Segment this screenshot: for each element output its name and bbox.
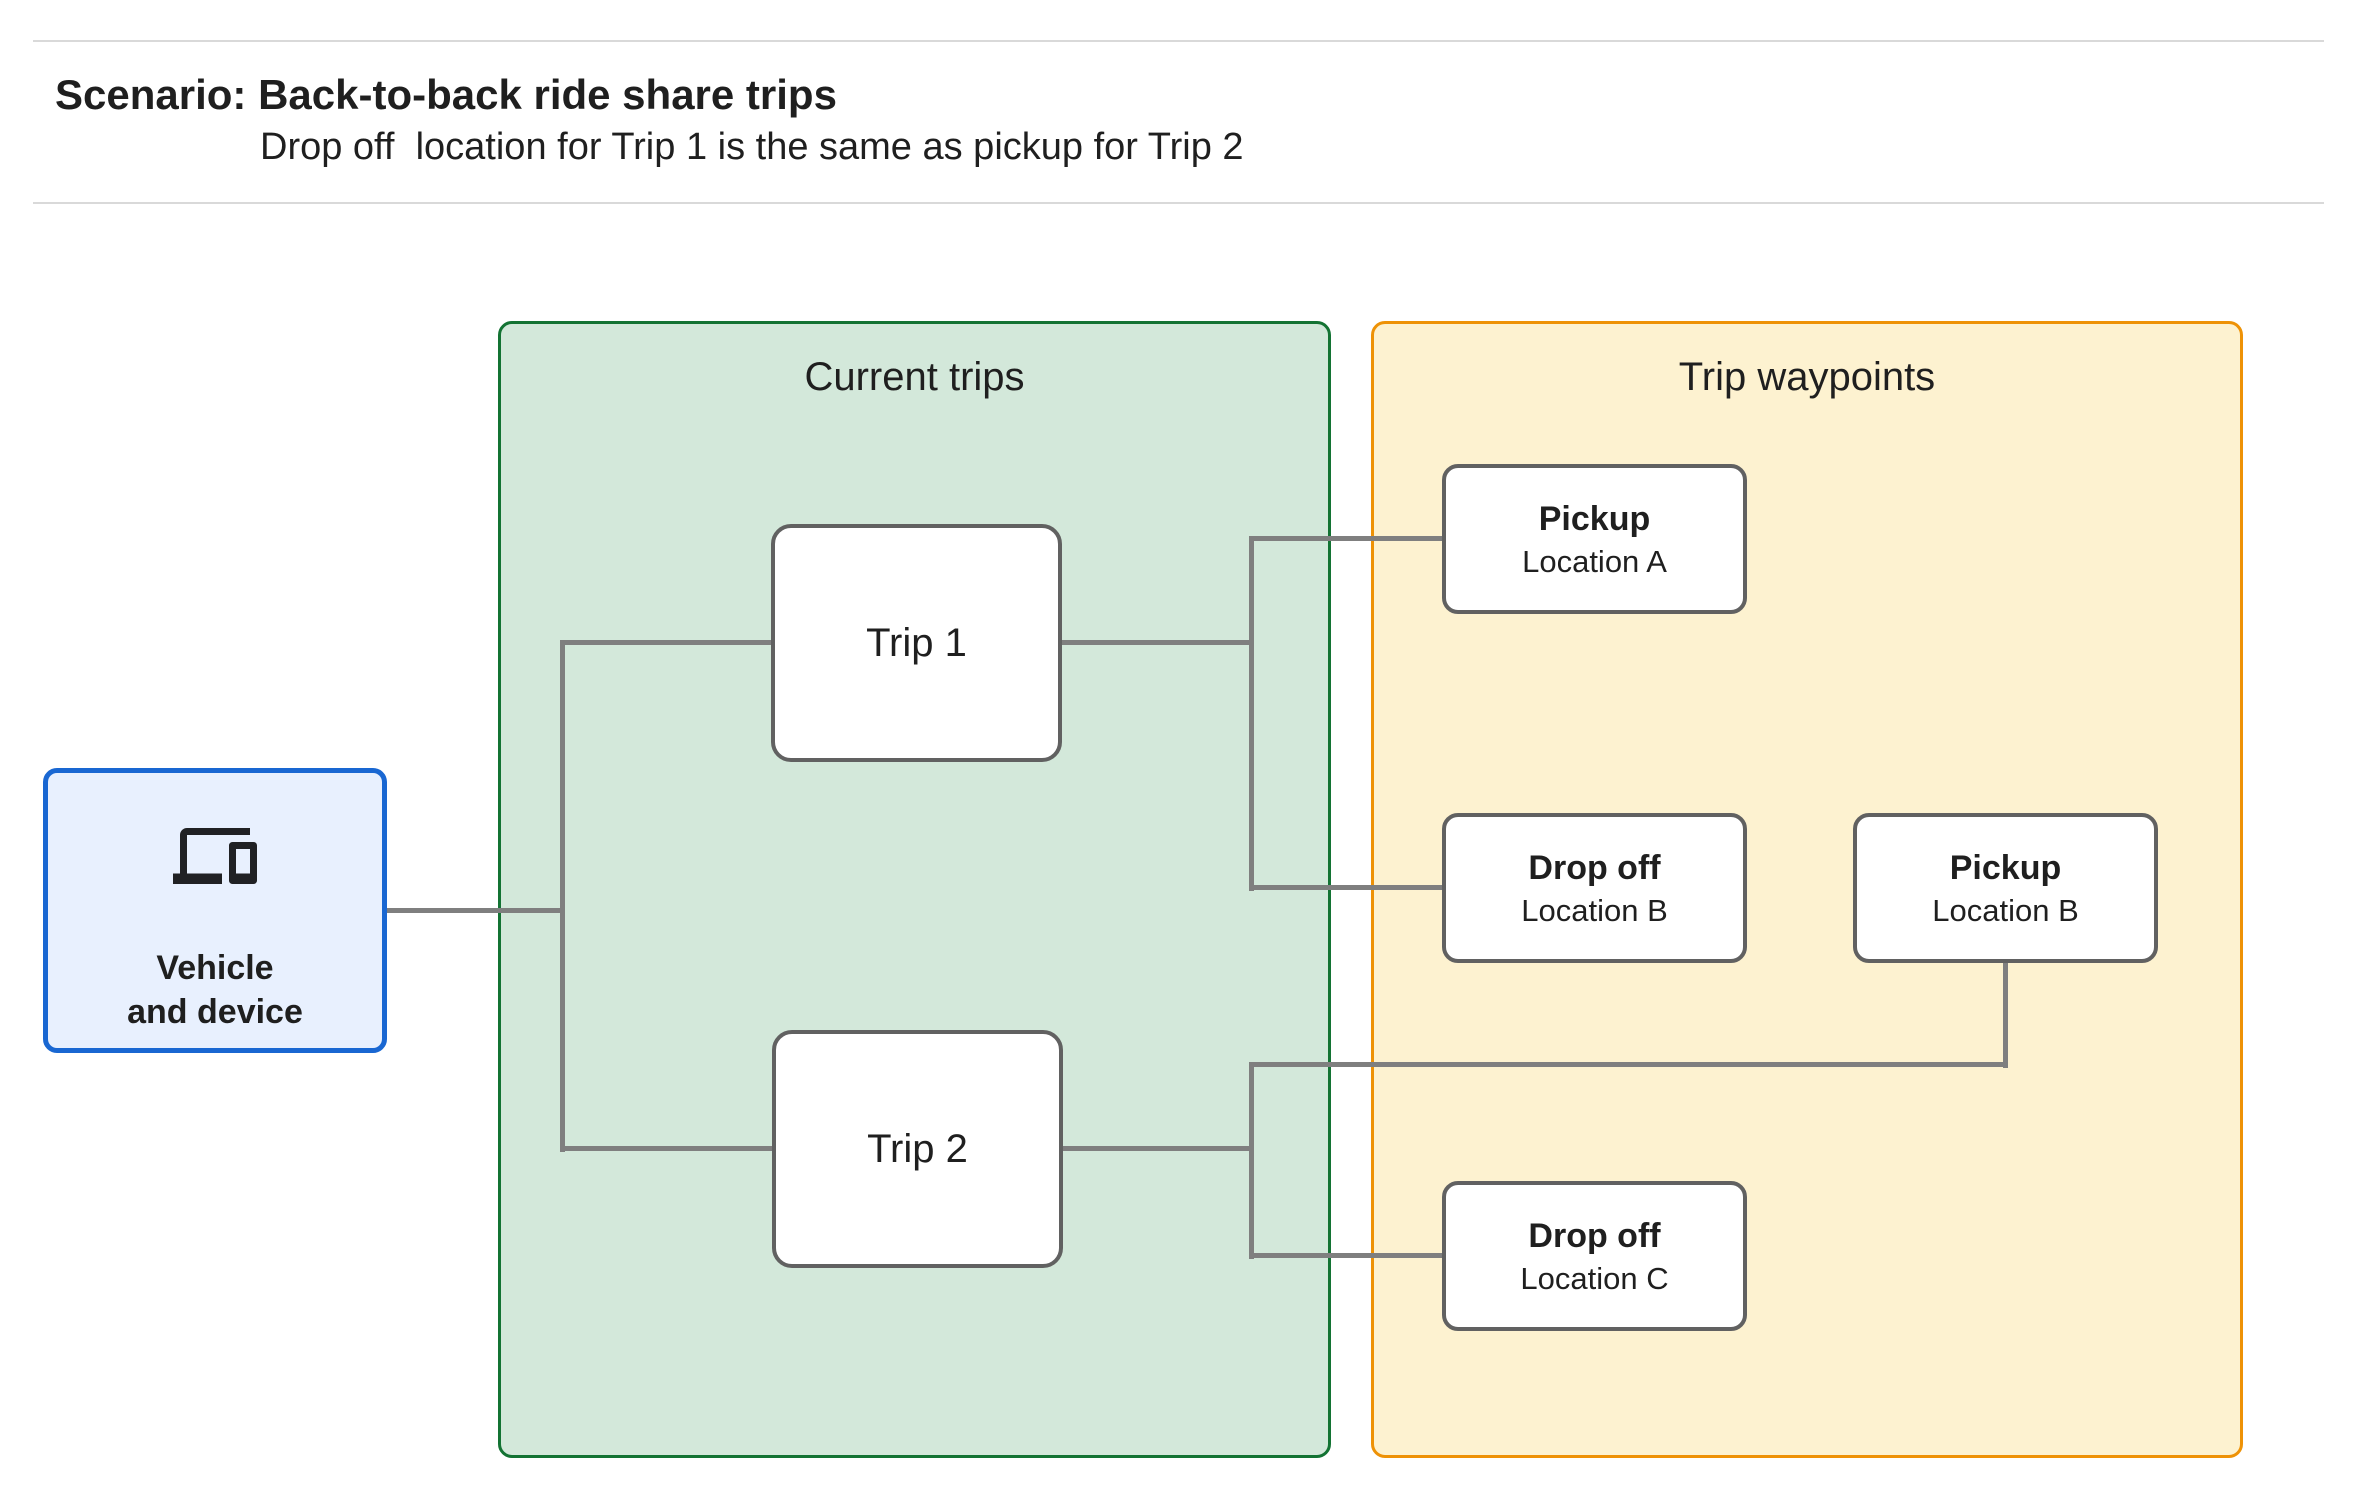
vehicle-and-device-node: Vehicle and device bbox=[43, 768, 387, 1053]
trip-2-node: Trip 2 bbox=[772, 1030, 1063, 1268]
current-trips-container: Current trips bbox=[498, 321, 1331, 1458]
connector-to-dropoff-c bbox=[1250, 1253, 1444, 1258]
trip-1-node: Trip 1 bbox=[771, 524, 1062, 762]
connector-trip2-to-elbow bbox=[1060, 1146, 1252, 1151]
connector-vehicle-to-split bbox=[386, 908, 565, 913]
trip-2-label: Trip 2 bbox=[867, 1127, 968, 1171]
connector-split-to-trip2 bbox=[561, 1146, 774, 1151]
connector-to-dropoff-b bbox=[1250, 885, 1444, 890]
waypoint-title: Pickup bbox=[1949, 848, 2062, 887]
connector-split-vertical bbox=[560, 640, 565, 1152]
waypoint-subtitle: Location A bbox=[1522, 543, 1667, 579]
connector-trip2-elbow-vertical bbox=[1249, 1062, 1254, 1259]
connector-to-pickup-a bbox=[1250, 536, 1444, 541]
waypoint-subtitle: Location C bbox=[1520, 1260, 1669, 1296]
waypoint-pickup-location-a: Pickup Location A bbox=[1442, 464, 1747, 614]
waypoint-dropoff-location-b: Drop off Location B bbox=[1442, 813, 1747, 963]
trip-1-label: Trip 1 bbox=[866, 621, 967, 665]
connector-pickup-b-stub bbox=[2003, 958, 2008, 1068]
waypoint-title: Pickup bbox=[1538, 499, 1651, 538]
trip-waypoints-title: Trip waypoints bbox=[1678, 355, 1936, 399]
header-top-rule bbox=[33, 40, 2324, 42]
vehicle-label-line1: Vehicle bbox=[156, 949, 274, 987]
vehicle-label-line2: and device bbox=[127, 993, 303, 1031]
vehicle-node-label: Vehicle and device bbox=[48, 946, 382, 1034]
waypoint-title: Drop off bbox=[1528, 1216, 1661, 1255]
page-title: Scenario: Back-to-back ride share trips bbox=[55, 71, 837, 118]
connector-pickup-b-horizontal bbox=[1249, 1062, 2008, 1067]
waypoint-subtitle: Location B bbox=[1932, 892, 2079, 928]
waypoint-subtitle: Location B bbox=[1521, 892, 1668, 928]
header-bottom-rule bbox=[33, 202, 2324, 204]
waypoint-title: Drop off bbox=[1528, 848, 1661, 887]
waypoint-dropoff-location-c: Drop off Location C bbox=[1442, 1181, 1747, 1331]
page-subtitle: Drop off location for Trip 1 is the same… bbox=[260, 126, 1244, 168]
connector-trip1-elbow-vertical bbox=[1249, 536, 1254, 891]
waypoint-pickup-location-b: Pickup Location B bbox=[1853, 813, 2158, 963]
connector-split-to-trip1 bbox=[561, 640, 773, 645]
devices-icon bbox=[173, 828, 257, 884]
connector-trip1-to-elbow bbox=[1060, 640, 1254, 645]
current-trips-title: Current trips bbox=[804, 355, 1025, 399]
